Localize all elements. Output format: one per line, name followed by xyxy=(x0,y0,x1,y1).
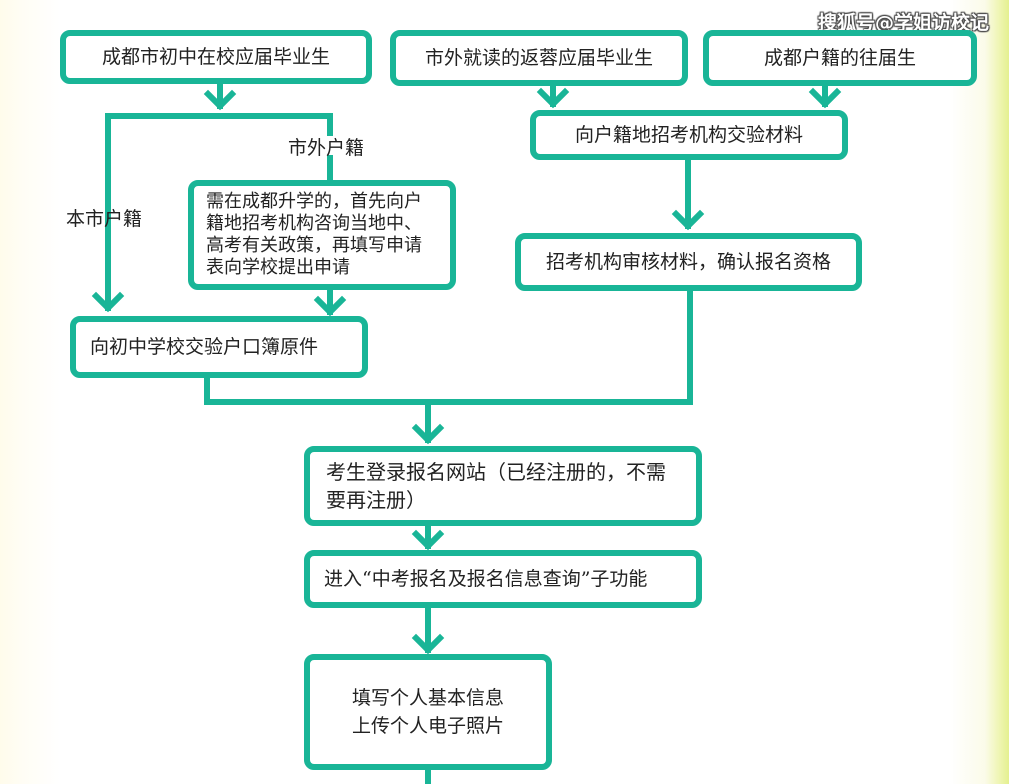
arrow-head xyxy=(411,633,445,655)
node-submit-to-household-agency: 向户籍地招考机构交验材料 xyxy=(530,110,848,160)
node-login-website: 考生登录报名网站（已经注册的，不需要再注册） xyxy=(304,446,702,526)
node-outside-returning-graduates: 市外就读的返蓉应届毕业生 xyxy=(390,30,688,86)
arrow-head xyxy=(808,87,842,109)
upload-photo-text: 上传个人电子照片 xyxy=(351,715,504,737)
fill-info-text: 填写个人基本信息 xyxy=(351,687,504,709)
node-fill-personal-info: 填写个人基本信息 上传个人电子照片 xyxy=(304,654,552,770)
edge-label-outside-household: 市外户籍 xyxy=(288,137,365,159)
watermark: 搜狐号@学姐访校记 xyxy=(817,12,989,34)
arrow-head xyxy=(671,209,705,231)
node-enter-registration-function: 进入“中考报名及报名信息查询”子功能 xyxy=(304,550,702,608)
node-local-graduates: 成都市初中在校应届毕业生 xyxy=(60,30,372,84)
arrow-head xyxy=(313,295,347,317)
node-past-graduates: 成都户籍的往届生 xyxy=(703,30,977,86)
node-consult-policy: 需在成都升学的，首先向户籍地招考机构咨询当地中、高考有关政策，再填写申请表向学校… xyxy=(188,180,456,290)
arrow-head xyxy=(411,529,445,551)
node-verify-hukou: 向初中学校交验户口簿原件 xyxy=(70,316,368,378)
node-agency-review: 招考机构审核材料，确认报名资格 xyxy=(515,233,862,291)
arrow-head xyxy=(411,423,445,445)
edge-label-local-household: 本市户籍 xyxy=(66,208,143,230)
arrow-head xyxy=(91,291,125,313)
arrow-head xyxy=(203,89,237,111)
arrow-head xyxy=(536,87,570,109)
